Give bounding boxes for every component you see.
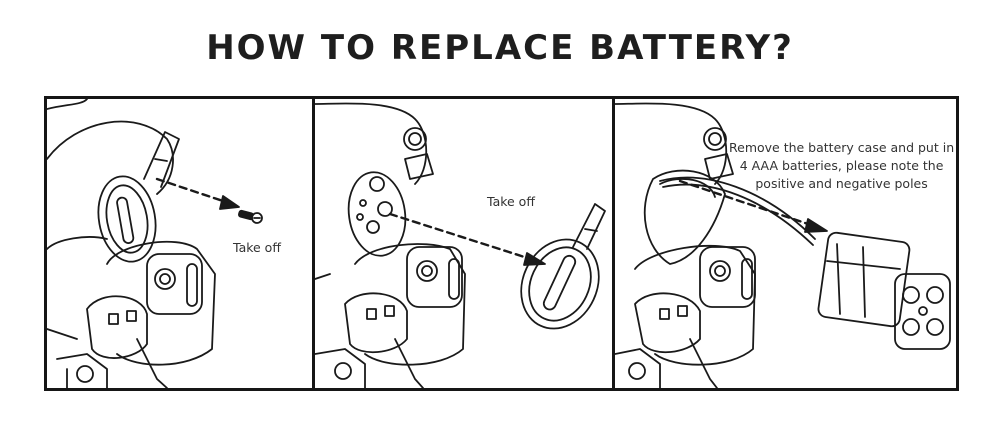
battery-cover-lid — [520, 203, 606, 330]
step-1-illustration — [47, 99, 263, 388]
robot-body — [615, 244, 756, 388]
step-3-caption: Remove the battery case and put in 4 AAA… — [729, 139, 954, 193]
screw-icon — [238, 209, 263, 224]
step-1-caption: Take off — [233, 240, 281, 255]
battery-compartment — [347, 171, 407, 257]
robot-head — [315, 102, 434, 185]
step-3-caption-line: 4 AAA batteries, please note the — [739, 158, 944, 174]
step-3-caption-line: Remove the battery case and put in — [729, 140, 955, 155]
battery-wires — [659, 176, 816, 246]
step-2-caption: Take off — [487, 194, 535, 209]
step-1-panel: Take off — [47, 99, 313, 388]
battery-cover-lid — [97, 131, 180, 263]
step-2-panel: Take off — [315, 99, 612, 388]
robot-body — [315, 243, 466, 388]
removal-arrow — [678, 179, 828, 233]
robot-body — [47, 240, 216, 388]
instruction-frame: Take off — [44, 96, 959, 391]
robot-head — [47, 99, 174, 250]
step-3-illustration — [615, 102, 951, 388]
removal-arrow — [155, 177, 240, 210]
open-battery-door — [643, 169, 726, 265]
step-3-panel: Remove the battery case and put in 4 AAA… — [615, 99, 956, 388]
page-title: HOW TO REPLACE BATTERY? — [206, 28, 794, 68]
robot-head — [615, 102, 734, 185]
step-2-illustration — [315, 102, 606, 388]
step-3-caption-line: positive and negative poles — [755, 176, 928, 192]
panel-divider — [312, 99, 315, 388]
battery-case — [817, 231, 951, 350]
removal-arrow — [388, 212, 546, 266]
panel-divider — [612, 99, 615, 388]
